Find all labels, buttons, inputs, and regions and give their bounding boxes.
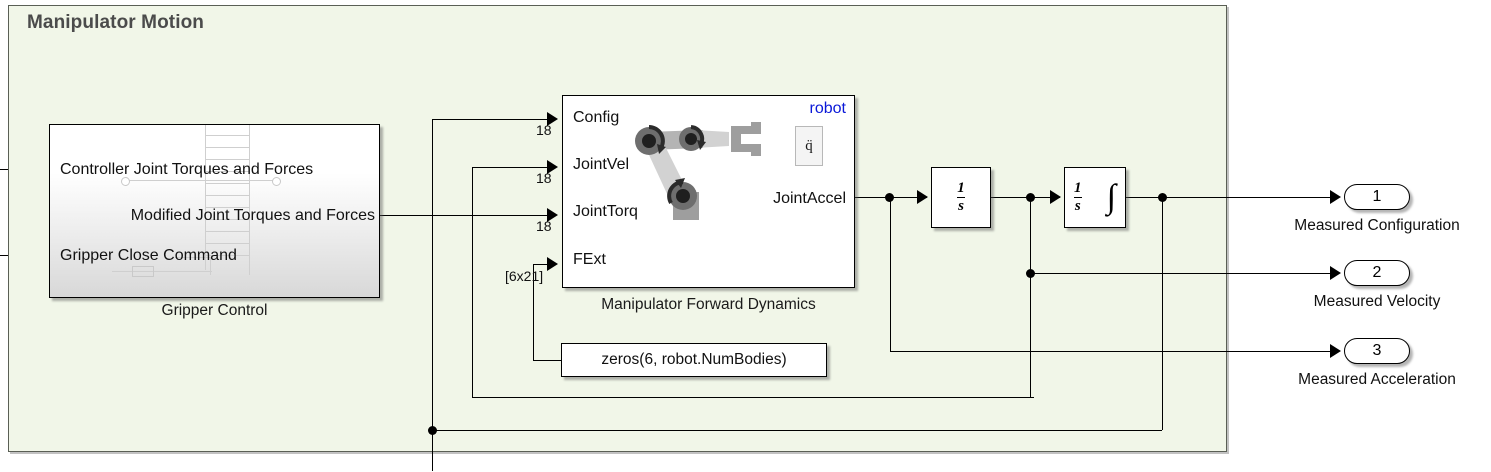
ghost-rung-icon: [205, 171, 250, 172]
ghost-block-bottom-icon: [132, 266, 154, 277]
arrow-jointvel-in: [547, 160, 558, 174]
block-integrator-2[interactable]: 1 s ∫: [1064, 167, 1126, 228]
arrow-jointtorq-in: [547, 208, 558, 222]
wire-config-feedback-down: [1162, 197, 1163, 430]
gripper-input-2-label: Gripper Close Command: [60, 247, 237, 264]
outport-2-number: 2: [1372, 264, 1382, 281]
wire-config-feedback-vertical: [432, 119, 433, 471]
ghost-wire-bottom-icon: [112, 271, 212, 272]
robot-input-jointvel-label: JointVel: [573, 156, 630, 173]
signal-label-jointvel: 18: [536, 170, 552, 186]
ghost-rail-left-icon: [205, 125, 206, 270]
integrator-2-transfer-function: 1 s: [1065, 168, 1134, 227]
signal-label-jointtorq: 18: [536, 218, 552, 234]
wire-velocity-branch-vertical: [1030, 197, 1031, 398]
robot-variable-tag: robot: [809, 100, 846, 117]
wire-jointvel-feedback-horizontal: [472, 167, 549, 168]
robot-input-fext-label: FExt: [573, 251, 606, 268]
ghost-node-left-icon: [121, 177, 130, 186]
robot-input-jointtorq-label: JointTorq: [573, 203, 638, 220]
integrator-1-denominator: s: [958, 198, 964, 214]
outport-3-number: 3: [1372, 342, 1382, 359]
signal-label-config: 18: [536, 122, 552, 138]
integrator-1-numerator: 1: [957, 179, 965, 196]
wire-integrator1-to-integrator2: [991, 197, 1060, 198]
robot-output-jointaccel-label: JointAccel: [773, 190, 846, 207]
arrow-config-in: [547, 112, 558, 126]
arrow-integrator2-in: [1050, 190, 1061, 204]
ghost-rung-icon: [205, 243, 250, 244]
ghost-rung-icon: [205, 183, 250, 184]
ghost-rung-icon: [205, 207, 250, 208]
fraction-bar: [1074, 197, 1082, 198]
wire-accel-branch-vertical: [890, 197, 891, 351]
outport-1-number: 1: [1372, 188, 1382, 205]
ghost-rung-icon: [205, 159, 250, 160]
robot-input-config-label: Config: [573, 109, 620, 126]
wire-config-feedback-horizontal: [432, 119, 549, 120]
arrow-fext-in: [547, 257, 558, 271]
block-integrator-1[interactable]: 1 s: [931, 167, 991, 228]
outport-1-label: Measured Configuration: [1294, 217, 1460, 234]
integral-sign-icon: ∫: [1106, 177, 1116, 215]
constant-value-label: zeros(6, robot.NumBodies): [601, 351, 787, 368]
wire-jointvel-feedback-vertical: [472, 167, 473, 398]
arrow-outport-2-in: [1330, 266, 1341, 280]
ghost-rung-icon: [205, 231, 250, 232]
signal-label-fext: [6x21]: [505, 268, 544, 284]
ghost-rung-icon: [205, 219, 250, 220]
gripper-control-caption: Gripper Control: [161, 302, 268, 319]
gripper-output-1-label: Modified Joint Torques and Forces: [130, 207, 375, 224]
ghost-node-right-icon: [272, 177, 281, 186]
block-gripper-control[interactable]: Controller Joint Torques and Forces Modi…: [49, 124, 380, 298]
wire-fext-in-horizontal: [533, 264, 549, 265]
arrow-outport-3-in: [1330, 344, 1341, 358]
block-manipulator-forward-dynamics[interactable]: robot Config JointVel JointTorq FExt Joi…: [562, 95, 855, 288]
integrator-2-numerator: 1: [1074, 179, 1082, 196]
forward-dynamics-caption: Manipulator Forward Dynamics: [601, 296, 816, 313]
wire-zeros-out-vertical: [533, 264, 534, 361]
wire-zeros-out-horizontal: [533, 360, 562, 361]
subsystem-title: Manipulator Motion: [27, 12, 204, 33]
ghost-rung-icon: [205, 255, 250, 256]
robot-arm-icon: [635, 122, 761, 220]
ghost-wire-bottom3-icon: [210, 257, 211, 275]
ghost-rung-icon: [205, 195, 250, 196]
ghost-wire-mid-icon: [125, 180, 275, 181]
junction-jointaccel: [885, 193, 894, 202]
wire-accel-branch-horizontal: [890, 351, 1334, 352]
wire-config-feedback-left: [432, 430, 1162, 431]
ghost-rung-icon: [205, 147, 250, 148]
arrow-integrator1-in: [917, 190, 928, 204]
integrator-2-denominator: s: [1074, 198, 1081, 214]
ghost-rung-icon: [205, 135, 250, 136]
wire-jointvel-feedback-bottom: [472, 397, 1034, 398]
integrator-1-transfer-function: 1 s: [932, 168, 990, 227]
gripper-input-1-label: Controller Joint Torques and Forces: [60, 161, 314, 178]
outport-3[interactable]: 3: [1344, 338, 1410, 364]
wire-gripper-out-to-jointtorq: [380, 215, 549, 216]
fraction-bar: [957, 197, 965, 198]
arrow-outport-1-in: [1330, 190, 1341, 204]
outport-2[interactable]: 2: [1344, 260, 1410, 286]
outport-1[interactable]: 1: [1344, 184, 1410, 210]
block-constant-zeros[interactable]: zeros(6, robot.NumBodies): [561, 343, 827, 377]
outport-2-label: Measured Velocity: [1313, 293, 1441, 310]
joint-acceleration-badge-icon: q̈: [795, 126, 823, 166]
ghost-wire-bottom2-icon: [175, 257, 210, 258]
ghost-rail-right-icon: [249, 125, 250, 275]
outport-3-label: Measured Acceleration: [1298, 371, 1456, 388]
wire-integrator2-to-outport1: [1126, 197, 1334, 198]
wire-velocity-to-outport2: [1030, 273, 1334, 274]
